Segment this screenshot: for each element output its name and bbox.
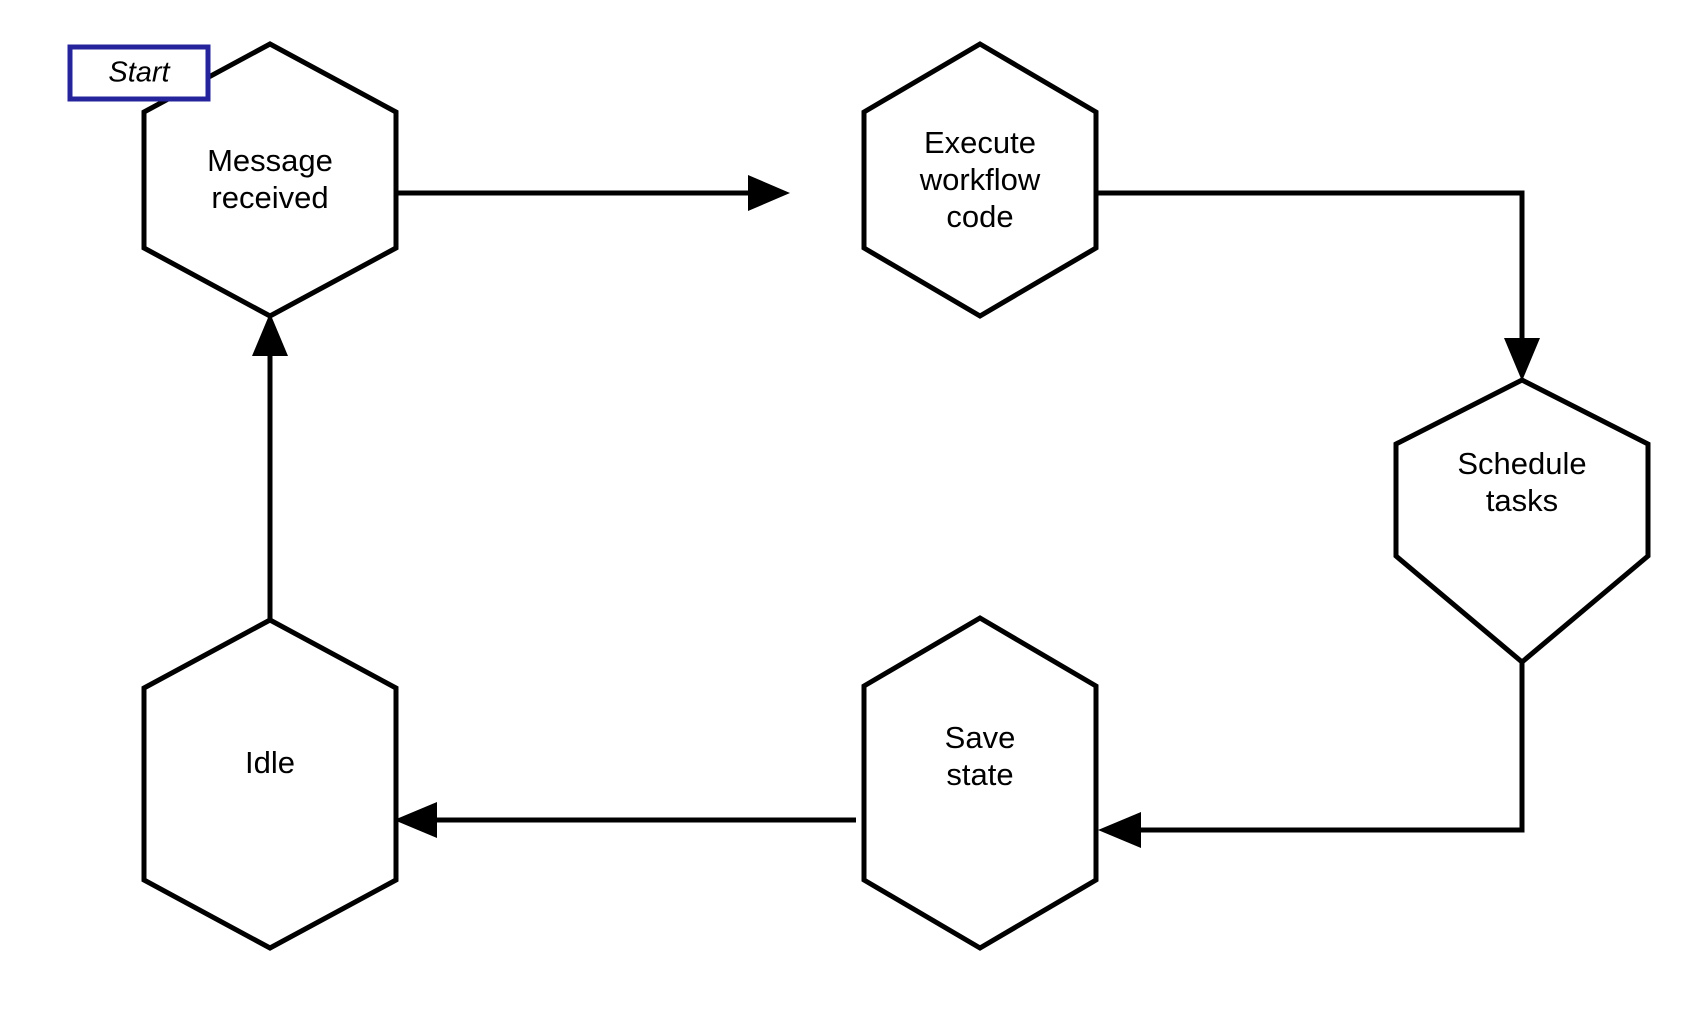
- hexagon-idle: [141, 617, 399, 951]
- start-marker-box: [67, 44, 211, 102]
- node-label-message-received-line2: received: [211, 180, 328, 215]
- node-label-schedule-tasks-line2: tasks: [1486, 483, 1558, 518]
- node-execute-workflow-code[interactable]: Execute workflow code: [861, 41, 1099, 319]
- node-label-execute-workflow-code-line3: code: [946, 199, 1013, 234]
- node-label-message-received-line1: Message: [207, 143, 333, 178]
- hexagon-schedule-tasks: [1393, 377, 1651, 666]
- node-schedule-tasks[interactable]: Schedule tasks: [1393, 377, 1651, 666]
- node-message-received[interactable]: Message received: [141, 41, 399, 319]
- start-marker[interactable]: Start: [67, 44, 211, 102]
- hexagon-execute-workflow-code: [861, 41, 1099, 319]
- arrowhead-into-schedule: [1504, 338, 1540, 381]
- edge-save-to-idle[interactable]: [394, 802, 856, 838]
- arrowhead-into-execute: [748, 175, 790, 211]
- node-label-save-state-line2: state: [946, 757, 1013, 792]
- arrowhead-into-save-state: [1098, 812, 1141, 848]
- node-label-idle-line1: Idle: [245, 745, 295, 780]
- arrowhead-into-message-received: [252, 313, 288, 356]
- edge-line-schedule-to-save: [1140, 660, 1525, 833]
- node-label-schedule-tasks-line1: Schedule: [1457, 446, 1586, 481]
- start-marker-label: Start: [108, 57, 171, 89]
- node-label-execute-workflow-code-line2: workflow: [919, 162, 1041, 197]
- edge-message-to-execute[interactable]: [394, 175, 790, 211]
- nodes-layer: Message received Execute workflow code S…: [141, 41, 1651, 951]
- node-idle[interactable]: Idle: [141, 617, 399, 951]
- edge-schedule-to-save[interactable]: [1098, 660, 1525, 848]
- arrowhead-into-idle: [394, 802, 437, 838]
- node-save-state[interactable]: Save state: [861, 615, 1099, 951]
- hexagon-message-received: [141, 41, 399, 319]
- hexagon-save-state: [861, 615, 1099, 951]
- edge-line-execute-to-schedule: [1097, 190, 1525, 340]
- node-label-save-state-line1: Save: [945, 720, 1016, 755]
- edges-layer: [252, 175, 1540, 848]
- edge-execute-to-schedule[interactable]: [1097, 190, 1540, 381]
- node-label-execute-workflow-code-line1: Execute: [924, 125, 1036, 160]
